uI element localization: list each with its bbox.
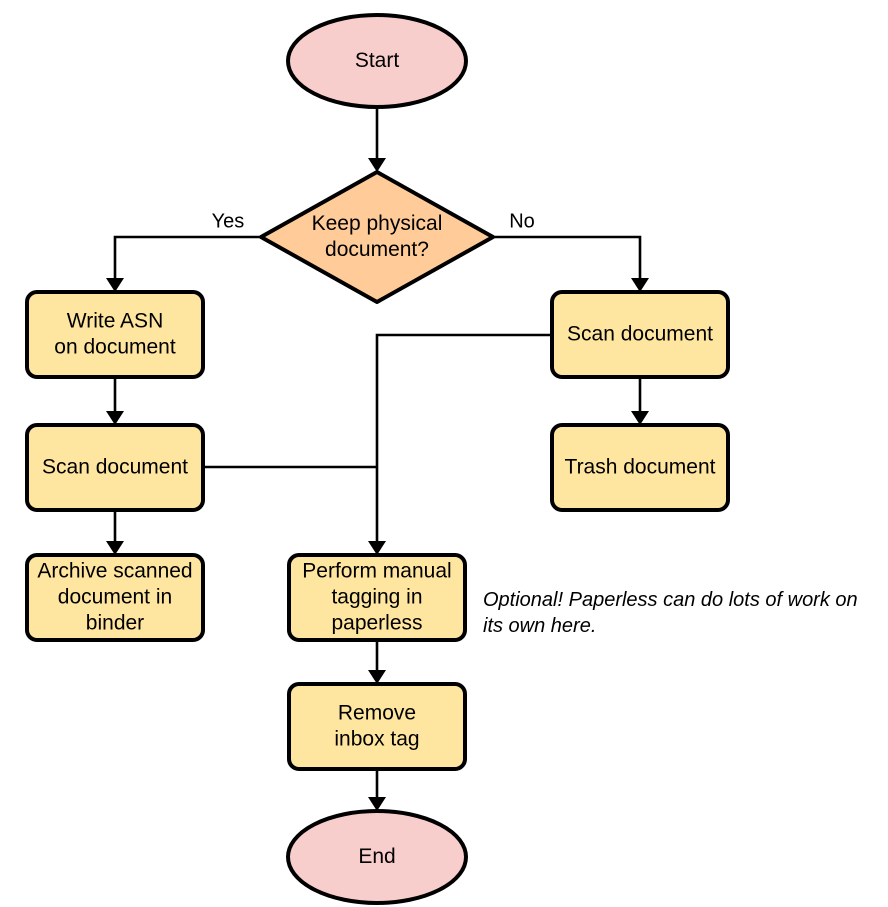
node-shape-rect[interactable] [287, 553, 467, 642]
edge-start-to-decision [368, 107, 386, 172]
edge-line [375, 333, 552, 549]
edge-manual-tagging-to-remove-inbox-tag [368, 640, 386, 684]
annotation-optional-note: Optional! Paperless can do lots of work … [483, 589, 858, 637]
edge-arrowhead [106, 278, 124, 292]
node-label-scan-document-right: Scan document [567, 322, 713, 345]
node-end[interactable]: End [286, 809, 468, 905]
edge-write-asn-to-scan-document-left [106, 377, 124, 425]
annotations-layer: Optional! Paperless can do lots of work … [483, 589, 858, 637]
node-label-trash-document: Trash document [565, 455, 716, 478]
edge-arrowhead [368, 797, 386, 811]
edge-arrowhead [368, 158, 386, 172]
edges-layer: Yes No [106, 107, 649, 811]
edge-scan-document-right-to-manual-tagging [368, 333, 552, 555]
edge-label-no: No [509, 210, 535, 232]
edge-line [493, 235, 642, 286]
node-shape-ellipse[interactable] [286, 809, 468, 905]
node-shape-rect[interactable] [25, 290, 205, 379]
node-shape-ellipse[interactable] [286, 13, 468, 109]
node-shape-rect[interactable] [550, 423, 730, 512]
node-label-start: Start [355, 49, 400, 72]
node-shape-rect[interactable] [287, 682, 467, 771]
node-trash-document[interactable]: Trash document [550, 423, 730, 512]
edge-decision-yes-to-write-asn: Yes [106, 210, 261, 292]
node-scan-document-left[interactable]: Scan document [25, 423, 205, 512]
node-shape-rect[interactable] [25, 553, 205, 642]
edge-arrowhead [106, 411, 124, 425]
node-start[interactable]: Start [286, 13, 468, 109]
node-label-end: End [358, 845, 395, 868]
edge-arrowhead [368, 541, 386, 555]
edge-line [113, 235, 261, 286]
edge-scan-document-left-to-archive [106, 510, 124, 555]
edge-label-yes: Yes [212, 210, 245, 232]
node-shape-diamond[interactable] [259, 170, 495, 304]
node-scan-document-right[interactable]: Scan document [550, 290, 730, 379]
edge-arrowhead [368, 670, 386, 684]
edge-arrowhead [631, 278, 649, 292]
node-shape-rect[interactable] [550, 290, 730, 379]
node-shape-rect[interactable] [25, 423, 205, 512]
edge-decision-no-to-scan-document-right: No [493, 210, 649, 292]
node-label-scan-document-left: Scan document [42, 455, 188, 478]
edge-remove-inbox-tag-to-end [368, 769, 386, 811]
edge-arrowhead [631, 411, 649, 425]
edge-scan-document-right-to-trash [631, 377, 649, 425]
edge-arrowhead [106, 541, 124, 555]
